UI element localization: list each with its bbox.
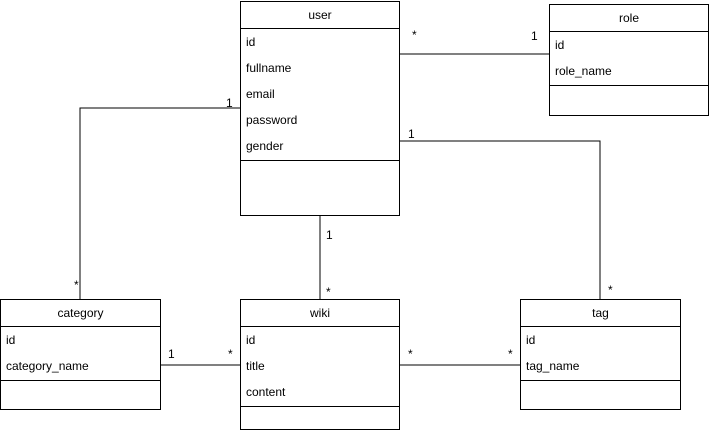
multiplicity-wiki-tag-wiki-end: * [408,347,413,361]
entity-title: user [241,2,399,29]
attribute-content: content [246,385,286,399]
attribute-gender: gender [246,139,284,153]
multiplicity-user-tag-user-end: 1 [408,127,415,141]
entity-user[interactable]: user id fullname email password gender [240,1,400,216]
attribute-email: email [246,87,275,101]
multiplicity-user-role-role-end: 1 [531,29,538,43]
methods-divider [241,406,399,407]
methods-divider [1,380,160,381]
multiplicity-category-wiki-category-end: 1 [168,347,175,361]
multiplicity-user-wiki-user-end: 1 [326,228,333,242]
multiplicity-wiki-tag-tag-end: * [508,347,513,361]
attribute-id: id [246,35,256,49]
methods-divider [241,160,399,161]
attribute-list: id category_name [1,327,160,379]
entity-category[interactable]: category id category_name [0,299,161,410]
attribute-list: id tag_name [521,327,680,379]
attribute-list: id title content [241,327,399,405]
entity-tag[interactable]: tag id tag_name [520,299,681,410]
attribute-fullname: fullname [246,61,292,75]
multiplicity-user-role-user-end: * [412,28,417,42]
methods-divider [550,85,708,86]
entity-role[interactable]: role id role_name [549,4,709,116]
entity-wiki[interactable]: wiki id title content [240,299,400,430]
multiplicity-user-category-user-end: 1 [226,96,233,110]
multiplicity-user-wiki-wiki-end: * [326,285,331,299]
attribute-id: id [246,333,256,347]
attribute-id: id [526,333,536,347]
multiplicity-category-wiki-wiki-end: * [228,347,233,361]
line-user-tag [400,140,601,299]
attribute-list: id fullname email password gender [241,29,399,159]
attribute-tag-name: tag_name [526,359,580,373]
multiplicity-user-category-category-end: * [74,278,79,292]
multiplicity-user-tag-tag-end: * [608,283,613,297]
attribute-category-name: category_name [6,359,89,373]
line-user-category [79,107,240,299]
attribute-title: title [246,359,265,373]
entity-title: role [550,5,708,32]
attribute-id: id [6,333,16,347]
entity-title: category [1,300,160,327]
attribute-password: password [246,113,298,127]
attribute-list: id role_name [550,32,708,84]
attribute-id: id [555,38,565,52]
methods-divider [521,380,680,381]
entity-title: tag [521,300,680,327]
attribute-role-name: role_name [555,64,612,78]
entity-title: wiki [241,300,399,327]
